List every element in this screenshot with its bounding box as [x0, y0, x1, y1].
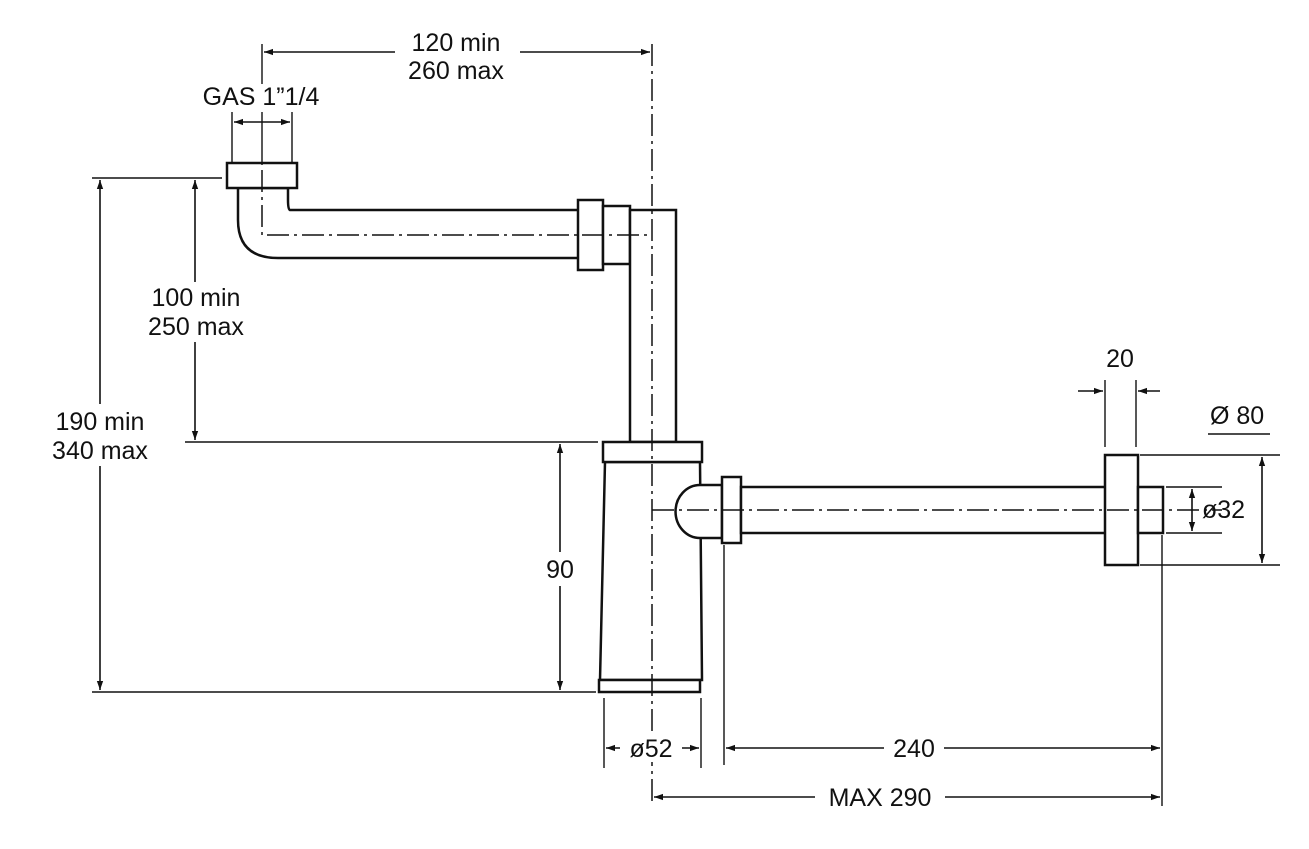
- vertical-drop-tube: [628, 208, 678, 444]
- label-arm-length-min: 120 min: [412, 29, 501, 57]
- center-lines: [261, 44, 1222, 806]
- label-arm-length-max: 260 max: [408, 57, 504, 85]
- label-masks: [40, 28, 945, 810]
- label-flange-width: 20: [1106, 345, 1134, 373]
- label-bottle-diameter: ø52: [629, 735, 672, 763]
- label-gas-thread: GAS 1”1/4: [203, 83, 320, 111]
- label-total-height-max: 340 max: [52, 437, 148, 465]
- label-tube-height-min: 100 min: [152, 284, 241, 312]
- label-flange-diameter: Ø 80: [1210, 402, 1264, 430]
- inlet-center-line: [261, 170, 652, 236]
- label-total-height-min: 190 min: [56, 408, 145, 436]
- outlet-dome-connector: [674, 483, 724, 540]
- bottle-body: [597, 440, 704, 694]
- label-outlet-diameter: ø32: [1202, 496, 1245, 524]
- extension-lines: [92, 44, 1280, 806]
- inlet-arm: [225, 161, 632, 272]
- label-outlet-length-max: MAX 290: [829, 784, 932, 812]
- label-bottle-height: 90: [546, 556, 574, 584]
- label-tube-height-max: 250 max: [148, 313, 244, 341]
- bottle-bottom-cap: [597, 678, 702, 694]
- dimension-labels: 120 min 260 max GAS 1”1/4 100 min 250 ma…: [52, 29, 1264, 812]
- label-outlet-length: 240: [893, 735, 935, 763]
- vertical-tube: [628, 208, 678, 444]
- inlet-elbow-tube: [236, 186, 582, 260]
